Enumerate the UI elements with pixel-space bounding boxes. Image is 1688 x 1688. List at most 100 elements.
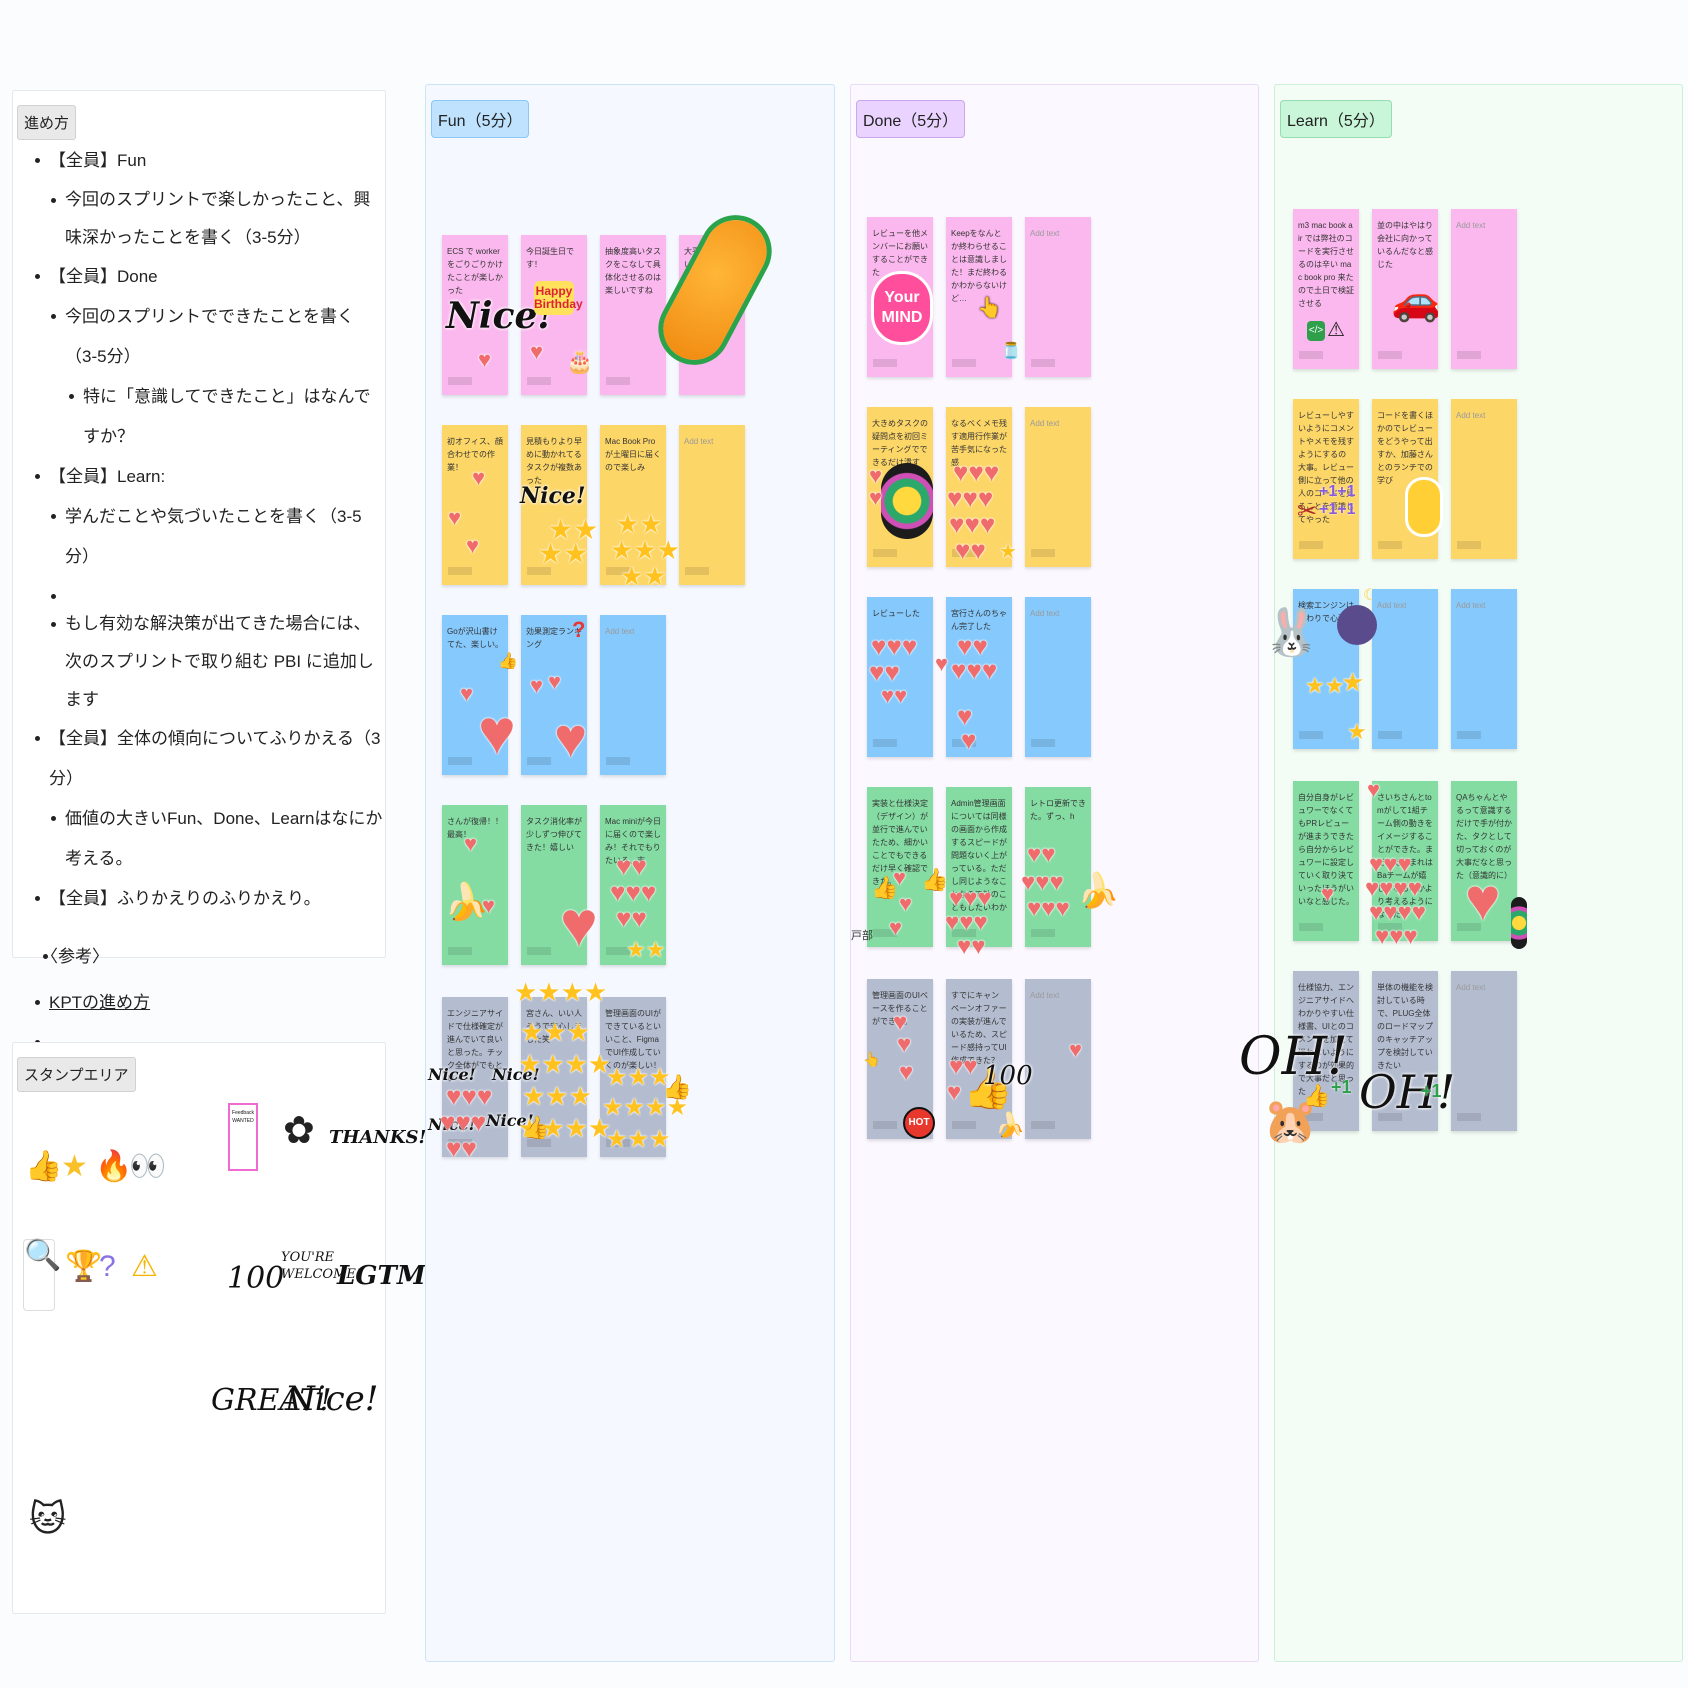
- sticky-note-text: 管理画面のUIができているといいこと、FigmaでUI作成していくのが楽しい！: [605, 1009, 661, 1070]
- nice-sticker: Nice!: [520, 483, 586, 509]
- sticky-note[interactable]: すでにキャンペーンオファーの実装が進んでいるため、スピード感持ってUI作成できた…: [946, 979, 1012, 1139]
- sticky-note-empty[interactable]: Add text: [1025, 407, 1091, 567]
- hundred-sticker[interactable]: 100: [227, 1261, 285, 1296]
- column-title-done: Done（5分）: [856, 100, 966, 138]
- kpt-guide-link[interactable]: KPTの進め方: [49, 993, 151, 1012]
- instruction-item: もし有効な解決策が出てきた場合には、次のスプリントで取り組む PBI に追加しま…: [49, 605, 383, 719]
- cat-sparkle-icon[interactable]: 🐱: [29, 1498, 67, 1539]
- sticky-note-text: 大平さんは大きい: [684, 247, 740, 269]
- learn-column: Learn（5分） m3 mac book air では弊社のコードを実行させる…: [1239, 84, 1683, 1662]
- warning-icon[interactable]: ⚠: [131, 1250, 158, 1283]
- sticky-note[interactable]: ECS で worker をごりごりかけたことが楽しかった: [442, 235, 508, 395]
- nice-sticker: Nice!: [428, 1115, 476, 1134]
- heart-sticker: ♥: [464, 831, 478, 856]
- sticky-note[interactable]: 宮行さんのちゃん完了した: [946, 597, 1012, 757]
- sticky-note-empty[interactable]: Add text: [1025, 979, 1091, 1139]
- sticky-note-empty[interactable]: Add text: [679, 425, 745, 585]
- star-sticker: ★★: [626, 937, 666, 962]
- sticky-note-empty[interactable]: Add text: [1451, 209, 1517, 369]
- flower-smile-icon[interactable]: ✿: [283, 1110, 315, 1152]
- sticky-note[interactable]: Goが沢山書けてた、楽しい。: [442, 615, 508, 775]
- sticky-note[interactable]: m3 mac book air では弊社のコードを実行させるのは辛い mac b…: [1293, 209, 1359, 369]
- sticky-note[interactable]: 並の中はやはり会社に向かっているんだなと感じた: [1372, 209, 1438, 369]
- heart-sticker: ♥♥♥: [953, 457, 1000, 487]
- sticky-note[interactable]: 初オフィス、顔合わせでの作業！: [442, 425, 508, 585]
- heart-sticker: ♥♥: [1027, 841, 1056, 868]
- sticky-note-text: 初オフィス、顔合わせでの作業！: [447, 437, 503, 472]
- sticky-note-text: 単体の機能を検討している時で、PLUG全体のロードマップのキャッチアップを検討し…: [1377, 983, 1433, 1070]
- heart-sticker: ♥♥: [869, 657, 900, 687]
- sticky-note[interactable]: Keepをなんとか終わらせることは意識しました！まだ終わるかわからないけど…: [946, 217, 1012, 377]
- magnifier-character-icon[interactable]: 🔍: [23, 1239, 61, 1311]
- sticky-note[interactable]: 大平さんは大きい: [679, 235, 745, 395]
- hundred-sticker: 100: [983, 1061, 1033, 1091]
- star-sticker: ★★★: [520, 1017, 590, 1047]
- sticky-note[interactable]: レビューを他メンバーにお願いすることができた: [867, 217, 933, 377]
- sticky-note-empty[interactable]: Add text: [1025, 217, 1091, 377]
- sticky-note-text: 管理画面のUIベースを作ることができた。: [872, 991, 928, 1026]
- sticky-note[interactable]: Admin管理画面については同様の画面から作成するスピードが問題ないく上がってい…: [946, 787, 1012, 947]
- youre-welcome-sticker[interactable]: YOU'RE WELCOME!: [281, 1250, 362, 1282]
- sticky-note[interactable]: 効果測定ランキング: [521, 615, 587, 775]
- heart-sticker: ♥: [957, 701, 973, 731]
- sticky-note-empty[interactable]: Add text: [1451, 399, 1517, 559]
- sticky-note[interactable]: なるべくメモ残す適用行作業が苦手気になった感: [946, 407, 1012, 567]
- heart-sticker: ♥: [1465, 866, 1501, 933]
- heart-sticker: ♥: [530, 673, 544, 698]
- sticky-note[interactable]: Mac Book Proが土曜日に届くので楽しみ: [600, 425, 666, 585]
- heart-sticker: ♥: [899, 1059, 914, 1086]
- sticky-note[interactable]: 今日誕生日です！: [521, 235, 587, 395]
- thanks-sticker[interactable]: THANKS!: [329, 1127, 427, 1148]
- note-author: [606, 377, 630, 385]
- sticky-note[interactable]: 見積もりより早めに動かれてるタスクが複数あった: [521, 425, 587, 585]
- lgtm-sticker[interactable]: LGTM!: [337, 1261, 438, 1291]
- eyes-icon[interactable]: 👀: [129, 1150, 167, 1183]
- sticky-note-empty[interactable]: Add text: [1451, 971, 1517, 1131]
- question-mark-icon[interactable]: ?: [99, 1250, 116, 1283]
- great-sticker[interactable]: GREAT!: [211, 1383, 332, 1418]
- trophy-icon[interactable]: 🏆: [65, 1250, 103, 1283]
- star-icon[interactable]: ★: [61, 1150, 88, 1183]
- heart-sticker: ♥♥♥: [949, 509, 996, 539]
- nice-sticker[interactable]: Nice!: [285, 1379, 379, 1419]
- sticky-note[interactable]: さんが復帰！！最高！: [442, 805, 508, 965]
- sticky-note-empty[interactable]: Add text: [1372, 589, 1438, 749]
- heart-sticker: ♥♥: [616, 851, 647, 881]
- sticky-note-empty[interactable]: Add text: [600, 615, 666, 775]
- note-author: [1299, 923, 1323, 931]
- sticky-note-placeholder: Add text: [1456, 601, 1486, 610]
- sticky-note[interactable]: レトロ更新できた。ずっ、h: [1025, 787, 1091, 947]
- sticky-note[interactable]: レビューした: [867, 597, 933, 757]
- sticky-note[interactable]: 抽象度高いタスクをこなして具体化させるのは楽しいですね: [600, 235, 666, 395]
- note-author: [1457, 351, 1481, 359]
- thumbs-up-icon[interactable]: 👍: [25, 1150, 63, 1183]
- sticky-note[interactable]: エンジニアサイドで仕様確定が進んでいて良いと思った。チック全体がでもとい・・: [442, 997, 508, 1157]
- sticky-note[interactable]: レビューしやすいようにコメントやメモを残すようにするの大事。レビュー側に立って他…: [1293, 399, 1359, 559]
- star-sticker: ★★★: [606, 1126, 671, 1153]
- fire-icon[interactable]: 🔥: [95, 1150, 133, 1183]
- star-sticker: ★★: [620, 561, 667, 591]
- sticky-note[interactable]: QAちゃんとやるって意識するだけで手が付かた、タクとして切っておくのが大事だなと…: [1451, 781, 1517, 941]
- sticky-note[interactable]: Mac miniが今日に届くので楽しみ！それでもりたいる、末: [600, 805, 666, 965]
- heart-sticker: ♥♥♥: [951, 655, 998, 685]
- feedback-sticker-top: Feedback: [232, 1110, 254, 1116]
- sticky-note[interactable]: 宮さん、いい人そうで安心しました笑: [521, 997, 587, 1157]
- sticky-note-text: タスク消化率が少しずつ伸びてきた！嬉しい: [526, 817, 582, 852]
- sticky-note[interactable]: タスク消化率が少しずつ伸びてきた！嬉しい: [521, 805, 587, 965]
- sticky-note-text: Goが沢山書けてた、楽しい。: [447, 627, 503, 649]
- sticky-note[interactable]: 単体の機能を検討している時で、PLUG全体のロードマップのキャッチアップを検討し…: [1372, 971, 1438, 1131]
- heart-sticker: ♥♥♥: [440, 1107, 487, 1137]
- sticky-note[interactable]: 実装と仕様決定（デザイン）が並行で進んでいたため、細かいことでもできるだけ早く確…: [867, 787, 933, 947]
- sticky-note-placeholder: Add text: [1030, 229, 1060, 238]
- sticky-note[interactable]: 管理画面のUIができているといいこと、FigmaでUI作成していくのが楽しい！: [600, 997, 666, 1157]
- note-author: [1299, 541, 1323, 549]
- heart-sticker: ♥♥: [955, 535, 986, 565]
- sticky-note-empty[interactable]: Add text: [1025, 597, 1091, 757]
- feedback-wanted-sticker[interactable]: Feedback WANTED: [228, 1103, 258, 1171]
- sticky-note[interactable]: コードを書くほかのでレビューをどうやって出すか、加藤さんとのランチでの学び: [1372, 399, 1438, 559]
- sticky-note-placeholder: Add text: [1030, 991, 1060, 1000]
- sticky-note[interactable]: さいちさんとtomがして1組チーム側の動きをイメージすることができた。まだまだう…: [1372, 781, 1438, 941]
- sticky-note[interactable]: 仕様協力、エンジニアサイドへわかりやすい仕様書、UIとのコメントを加えて迷わない…: [1293, 971, 1359, 1131]
- sticky-note-empty[interactable]: Add text: [1451, 589, 1517, 749]
- sticky-note[interactable]: 自分自身がレビュワーでなくてもPRレビューが進まうできたら自分からレビュワーに設…: [1293, 781, 1359, 941]
